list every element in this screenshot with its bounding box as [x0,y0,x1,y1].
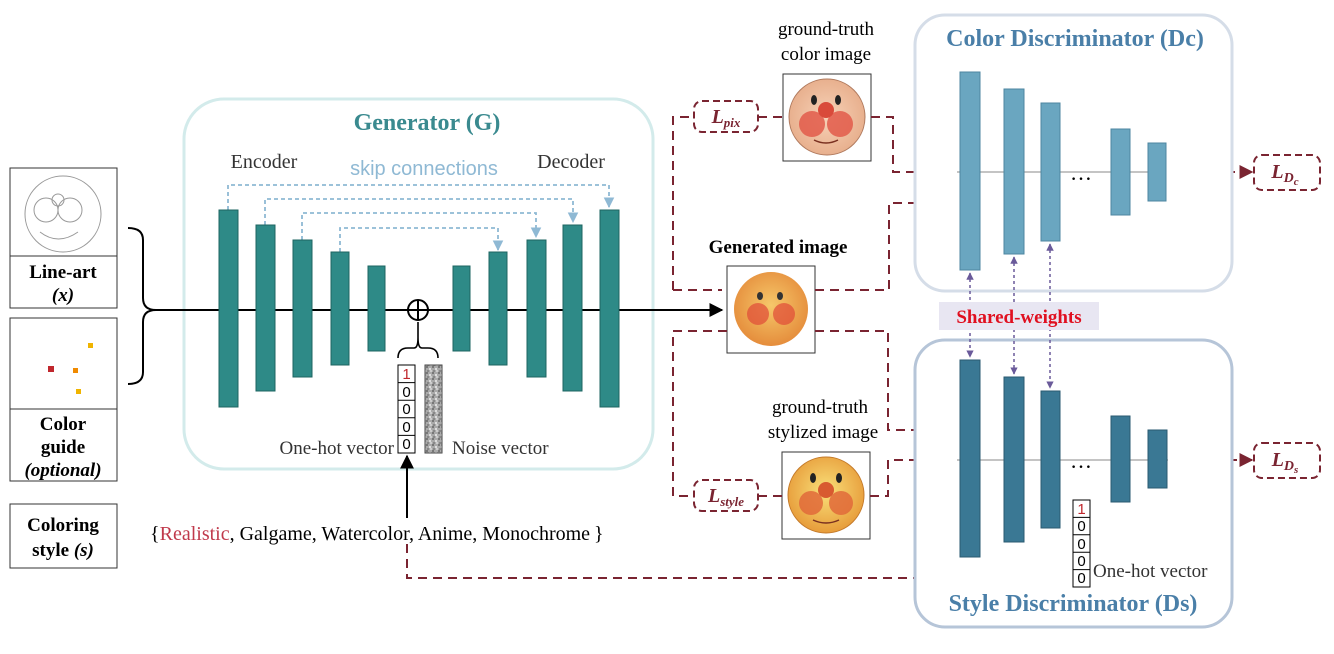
gt-color-label-1: ground-truth [778,19,875,40]
color-guide-label-1: Color [40,414,87,435]
ds-block-1 [959,359,981,558]
dc-block-5 [1147,142,1167,202]
encoder-block-4 [330,251,350,366]
generator-blocks [218,209,620,408]
generator-onehot-vector: 1 0 0 0 0 [397,364,416,454]
ds-onehot-bit-2: 0 [1077,536,1085,553]
dc-ellipsis: … [1070,160,1092,185]
lineart-symbol: (x) [52,285,74,306]
svg-text:Lpix: Lpix [711,106,741,130]
generator-title: Generator (G) [354,110,501,136]
encoder-block-1 [218,209,239,408]
loss-pix-box: Lpix [693,100,759,133]
dc-block-2 [1003,88,1025,255]
ds-onehot-bit-4: 0 [1077,570,1085,587]
color-discriminator-title: Color Discriminator (Dc) [946,26,1204,52]
ds-block-5 [1147,429,1168,489]
gt-color-image [782,73,872,162]
gen-onehot-bit-3: 0 [402,419,410,436]
gen-onehot-bit-0: 1 [402,366,410,383]
encoder-block-5 [367,265,386,352]
lineart-input-panel: Line-art (x) [9,167,118,309]
decoder-block-5 [599,209,620,408]
noise-vector [424,364,443,454]
lineart-label: Line-art [29,262,97,283]
gen-onehot-bit-4: 0 [402,436,410,453]
decoder-block-1 [452,265,471,352]
ds-block-4 [1110,415,1131,503]
style-options: {Realistic, Galgame, Watercolor, Anime, … [150,523,604,545]
decoder-block-4 [562,224,583,392]
gt-stylized-image [781,451,871,540]
ds-onehot-label: One-hot vector [1093,561,1208,582]
ds-onehot-vector: 1 0 0 0 0 [1072,499,1091,588]
gen-onehot-bit-2: 0 [402,401,410,418]
style-discriminator-title: Style Discriminator (Ds) [949,591,1198,617]
gt-style-label-2: stylized image [768,422,878,443]
svg-text:LDs: LDs [1271,449,1299,476]
lineart-image [24,175,102,253]
noise-label: Noise vector [452,438,549,459]
ds-block-3 [1040,390,1061,529]
generated-image [726,265,816,354]
input-brace [127,227,157,385]
encoder-block-3 [292,239,313,378]
dc-block-4 [1110,128,1131,216]
coloring-style-label-1: Coloring [27,515,99,536]
skip-connections-label: skip connections [350,158,498,180]
loss-dc-box: LDc [1253,154,1321,191]
encoder-block-2 [255,224,276,392]
ds-block-2 [1003,376,1025,543]
coloring-style-panel: Coloring style (s) [9,503,118,569]
gen-onehot-bit-1: 0 [402,384,410,401]
onehot-label: One-hot vector [280,438,395,459]
style-option-realistic: Realistic [160,523,230,545]
gt-style-label-1: ground-truth [772,397,869,418]
decoder-block-2 [488,251,508,366]
generator-box: Generator (G) Encoder Decoder skip conne… [182,97,655,471]
generated-image-label: Generated image [709,237,848,258]
ds-onehot-bit-1: 0 [1077,518,1085,535]
ds-onehot-bit-3: 0 [1077,553,1085,570]
shared-weights-label: Shared-weights [956,307,1081,328]
encoder-label: Encoder [231,151,298,173]
ds-ellipsis: … [1070,448,1092,473]
loss-style-box: Lstyle [693,479,759,512]
loss-ds-box: LDs [1253,442,1321,479]
dc-block-1 [959,71,981,271]
color-discriminator-box: Color Discriminator (Dc) … [913,13,1234,293]
color-guide-label-2: guide [41,437,85,458]
concat-plus-icon [407,299,429,321]
decoder-label: Decoder [537,151,605,173]
shared-weights-badge: Shared-weights [939,302,1099,330]
gt-color-label-2: color image [781,44,871,65]
svg-text:Lstyle: Lstyle [707,485,744,509]
dc-block-3 [1040,102,1061,242]
svg-text:LDc: LDc [1270,161,1298,188]
coloring-style-label-2: style (s) [32,540,94,561]
color-guide-image [48,343,93,394]
decoder-block-3 [526,239,547,378]
style-discriminator-box: Style Discriminator (Ds) … [913,338,1234,629]
ds-onehot-bit-0: 1 [1077,501,1085,518]
color-guide-input-panel: Color guide (optional) [9,317,118,482]
color-guide-symbol: (optional) [24,460,101,481]
skip-connections [227,184,615,252]
